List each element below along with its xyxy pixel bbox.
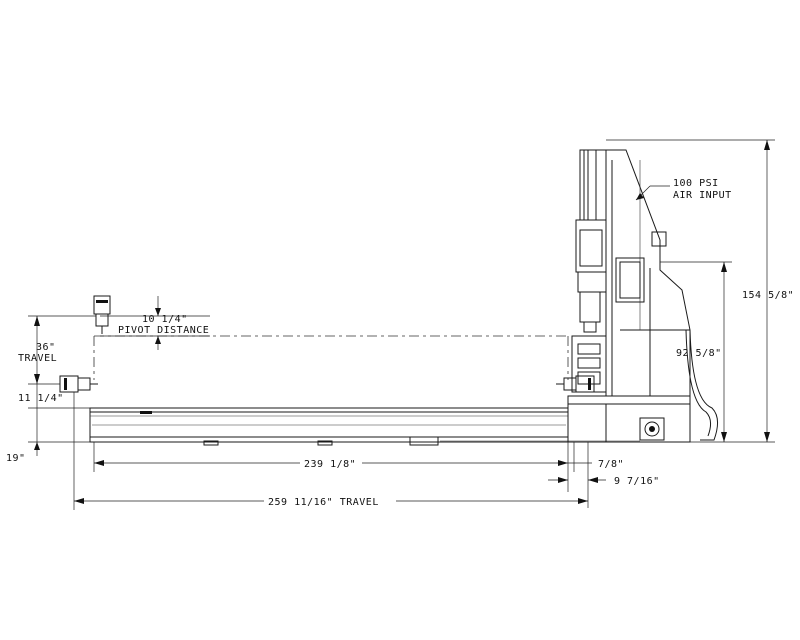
gantry-base — [567, 395, 691, 443]
column-height-label: 92 5/8" — [676, 348, 722, 359]
pivot-distance-label: PIVOT DISTANCE — [118, 325, 209, 336]
spindle-head — [571, 149, 607, 393]
overall-height-label: 154 5/8" — [742, 290, 794, 301]
rail-offset-label: 9 7/16" — [614, 476, 660, 487]
air-input-label: AIR INPUT — [673, 190, 732, 201]
table-length-label: 239 1/8" — [304, 459, 356, 470]
total-travel-label: 259 11/16" TRAVEL — [268, 497, 379, 508]
machine-bed — [89, 407, 640, 446]
tool-head-upper-left — [93, 295, 111, 334]
base-height-label: 19" — [6, 453, 26, 464]
tool-head-right — [556, 375, 595, 393]
tool-head-left — [59, 375, 98, 393]
vertical-travel-label: TRAVEL — [18, 353, 57, 364]
dimension-lines — [28, 139, 775, 510]
travel-envelope — [93, 335, 569, 380]
vertical-travel-value: 36" — [36, 342, 56, 353]
air-pressure-label: 100 PSI — [673, 178, 719, 189]
pivot-distance-value: 10 1/4" — [142, 314, 188, 325]
small-offset-label: 7/8" — [598, 459, 624, 470]
lower-offset-label: 11 1/4" — [18, 393, 64, 404]
